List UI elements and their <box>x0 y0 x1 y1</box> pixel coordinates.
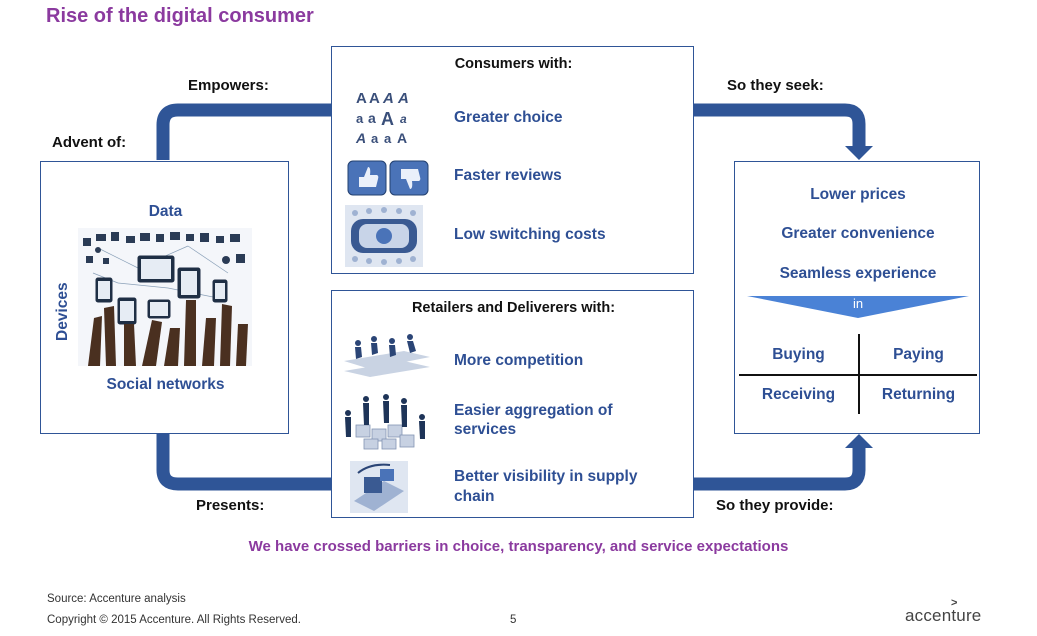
label-empowers: Empowers: <box>188 77 269 94</box>
switching-icon <box>345 205 423 267</box>
left-box: Data Devices Social networks <box>40 161 289 434</box>
arrow-seek <box>694 103 866 146</box>
svg-text:A: A <box>356 90 367 107</box>
in-label: in <box>852 296 864 311</box>
arrowhead-seek <box>845 146 873 160</box>
grid-buying: Buying <box>772 346 825 363</box>
grid-paying: Paying <box>893 346 944 363</box>
consumers-item-3: Low switching costs <box>454 226 606 243</box>
page-title: Rise of the digital consumer <box>46 5 314 27</box>
retailers-item-3: Better visibility in supply chain <box>454 468 638 505</box>
label-advent-of: Advent of: <box>52 134 127 151</box>
thumbs-up-down-icon <box>347 160 429 196</box>
supply-chain-icon <box>350 461 408 513</box>
svg-text:a: a <box>400 112 407 126</box>
label-so-they-provide: So they provide: <box>716 497 834 514</box>
arrow-empowers <box>156 103 332 160</box>
arrow-provide <box>694 448 866 491</box>
consumers-header: Consumers with: <box>454 56 573 72</box>
svg-text:A: A <box>355 130 366 146</box>
svg-text:a: a <box>371 131 379 146</box>
devices-hands-illustration <box>78 228 252 366</box>
svg-text:A: A <box>369 90 380 107</box>
page-number: 5 <box>510 614 517 626</box>
consumers-item-1: Greater choice <box>454 109 563 126</box>
retailers-item-1: More competition <box>454 352 584 369</box>
grid-receiving: Receiving <box>761 386 836 403</box>
footer-source: Source: Accenture analysis <box>47 593 186 605</box>
svg-text:A: A <box>382 90 394 107</box>
grid-horizontal-divider <box>739 374 977 376</box>
consumers-box: Consumers with: A A A A a a A a A a a A … <box>331 46 694 274</box>
svg-text:a: a <box>356 111 364 126</box>
seek-item-2: Greater convenience <box>781 225 935 242</box>
arrow-presents <box>156 434 332 491</box>
svg-text:a: a <box>368 110 376 126</box>
accenture-logo: accenture <box>905 606 982 625</box>
retailers-box: Retailers and Deliverers with: More comp… <box>331 290 694 518</box>
label-so-they-seek: So they seek: <box>727 77 824 94</box>
label-presents: Presents: <box>196 497 265 514</box>
social-networks-label: Social networks <box>106 376 225 393</box>
retailers-header: Retailers and Deliverers with: <box>411 300 616 316</box>
grid-returning: Returning <box>881 386 956 403</box>
accenture-logo-caret: > <box>951 597 958 609</box>
fonts-icon: A A A A a a A a A a a A <box>355 90 409 146</box>
in-chevron <box>747 296 969 318</box>
retailers-item-2: Easier aggregation of services <box>454 402 613 438</box>
arrowhead-provide <box>845 434 873 448</box>
seek-item-1: Lower prices <box>810 186 906 203</box>
svg-text:A: A <box>381 109 394 129</box>
data-label: Data <box>148 203 183 220</box>
conclusion-text: We have crossed barriers in choice, tran… <box>248 538 789 555</box>
svg-text:A: A <box>397 130 407 146</box>
consumers-item-2: Faster reviews <box>454 167 562 184</box>
competition-runners-icon <box>344 334 430 377</box>
svg-text:a: a <box>384 131 392 146</box>
devices-label: Devices <box>54 282 71 341</box>
right-box: Lower prices Greater convenience Seamles… <box>734 161 980 434</box>
footer-copyright: Copyright © 2015 Accenture. All Rights R… <box>47 614 301 626</box>
seek-item-3: Seamless experience <box>779 265 937 282</box>
aggregation-puzzle-icon <box>345 394 425 450</box>
svg-text:A: A <box>397 90 409 107</box>
